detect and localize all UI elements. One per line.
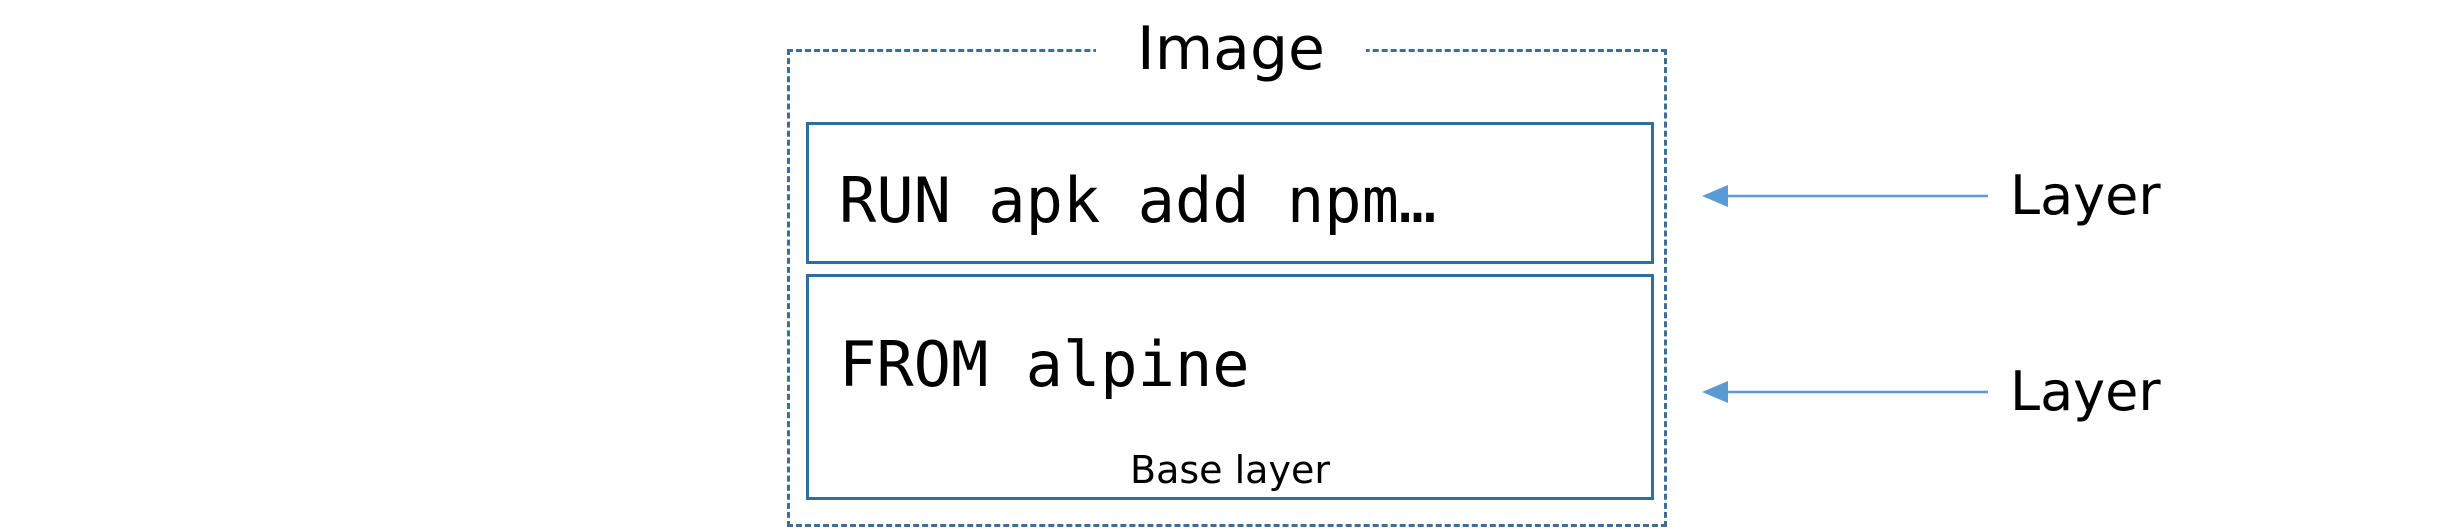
layer-label-top: Layer <box>2010 164 2161 227</box>
base-layer-caption: Base layer <box>1130 448 1330 492</box>
layer-box-run: RUN apk add npm… <box>806 122 1654 264</box>
layer-box-base: FROM alpine Base layer <box>806 274 1654 500</box>
arrow-left-icon <box>1702 381 1988 403</box>
layer-command-run: RUN apk add npm… <box>839 164 1437 237</box>
layer-label-base: Layer <box>2010 360 2161 423</box>
image-title: Image <box>1096 2 1366 97</box>
layer-command-from: FROM alpine <box>839 328 1250 401</box>
arrow-left-icon <box>1702 185 1988 207</box>
